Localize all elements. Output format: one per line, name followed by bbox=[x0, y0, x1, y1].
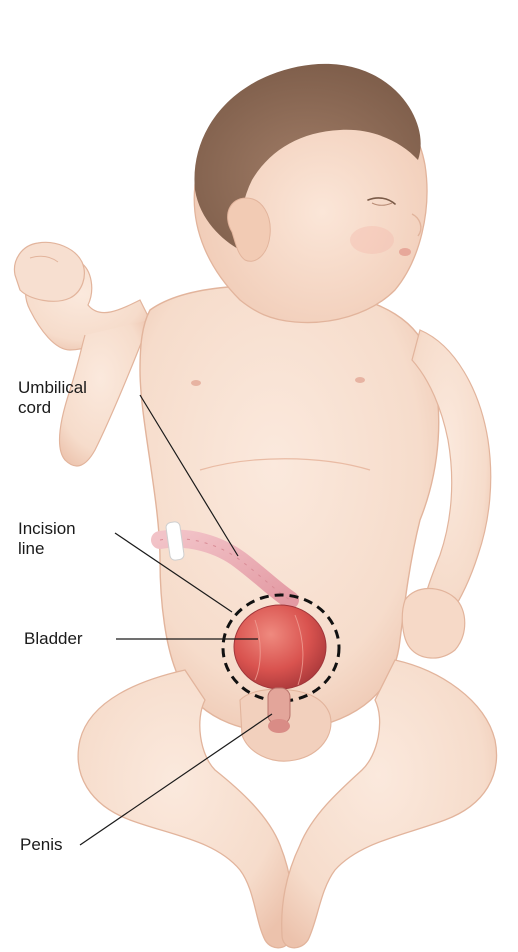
umbilical-cord-label: Umbilical cord bbox=[18, 378, 87, 418]
nipple-left bbox=[191, 380, 201, 386]
incision-line-label: Incision line bbox=[18, 519, 76, 559]
penis-shape bbox=[268, 688, 290, 733]
head bbox=[194, 64, 427, 323]
left-arm bbox=[14, 242, 150, 466]
bladder-label: Bladder bbox=[24, 629, 83, 649]
nipple-right bbox=[355, 377, 365, 383]
bladder-shape bbox=[234, 605, 326, 689]
penis-label: Penis bbox=[20, 835, 63, 855]
